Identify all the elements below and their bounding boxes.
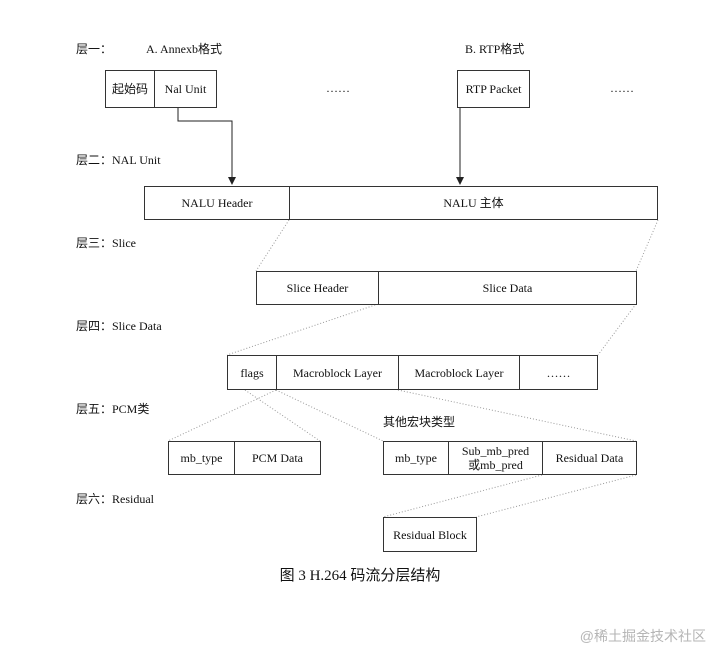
slice-data-box: Slice Data bbox=[378, 271, 637, 305]
dotted-slicedata-right bbox=[597, 303, 637, 356]
dotted-nalu-to-slice-left bbox=[255, 219, 290, 272]
other-mb-type-box: mb_type bbox=[383, 441, 449, 475]
annexb-format-label: A. Annexb格式 bbox=[146, 42, 222, 56]
layer1-ellipsis-a: …… bbox=[326, 81, 350, 95]
sub-mb-pred-line1: Sub_mb_pred bbox=[461, 444, 530, 458]
sub-mb-pred-line2: 或mb_pred bbox=[468, 458, 523, 472]
dotted-nalu-to-slice-right bbox=[635, 219, 659, 272]
pcm-data-box: PCM Data bbox=[234, 441, 321, 475]
layer1-ellipsis-b: …… bbox=[610, 81, 634, 95]
level-1-label: 层一： bbox=[76, 42, 113, 56]
layer4-ellipsis-box: …… bbox=[519, 355, 598, 390]
pcm-mb-type-box: mb_type bbox=[168, 441, 235, 475]
nalu-body-box: NALU 主体 bbox=[289, 186, 658, 220]
level-5-label: 层五：PCM类 bbox=[76, 402, 150, 416]
residual-data-box: Residual Data bbox=[542, 441, 637, 475]
macroblock-layer-2-box: Macroblock Layer bbox=[398, 355, 520, 390]
dotted-residual-left bbox=[382, 474, 543, 518]
nalu-header-box: NALU Header bbox=[144, 186, 290, 220]
rtp-format-label: B. RTP格式 bbox=[465, 42, 525, 56]
nal-unit-box: Nal Unit bbox=[154, 70, 217, 108]
sub-mb-pred-box: Sub_mb_pred 或mb_pred bbox=[448, 441, 543, 475]
level-4-label: 层四：Slice Data bbox=[76, 319, 162, 333]
arrow-nal-to-nalu-header bbox=[177, 108, 236, 185]
level-2-label: 层二：NAL Unit bbox=[76, 153, 161, 167]
level-6-label: 层六：Residual bbox=[76, 492, 154, 506]
macroblock-layer-1-box: Macroblock Layer bbox=[276, 355, 399, 390]
rtp-packet-box: RTP Packet bbox=[457, 70, 530, 108]
dotted-residual-right bbox=[475, 474, 637, 518]
other-macroblock-types-label: 其他宏块类型 bbox=[383, 415, 456, 429]
watermark: @稀土掘金技术社区 bbox=[579, 628, 706, 644]
dotted-mb-to-pcm-right bbox=[275, 389, 384, 442]
flags-box: flags bbox=[227, 355, 277, 390]
start-code-box: 起始码 bbox=[105, 70, 155, 108]
residual-block-box: Residual Block bbox=[383, 517, 477, 552]
dotted-mb-to-pcm-left bbox=[167, 389, 277, 442]
dotted-mb-to-other-left bbox=[244, 389, 321, 442]
dotted-slicedata-left bbox=[226, 303, 379, 356]
figure-caption: 图 3 H.264 码流分层结构 bbox=[279, 568, 441, 584]
level-3-label: 层三：Slice bbox=[76, 236, 136, 250]
slice-header-box: Slice Header bbox=[256, 271, 379, 305]
